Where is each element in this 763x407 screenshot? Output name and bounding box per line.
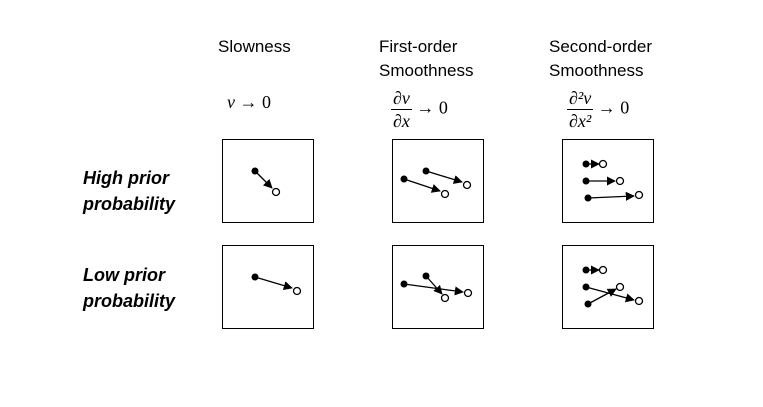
- column-title-line: First-order: [379, 37, 458, 56]
- panel-low-first-order: [392, 245, 484, 329]
- formula-fraction: ∂v ∂x: [391, 87, 412, 132]
- column-title-line: Second-order: [549, 37, 653, 56]
- formula-first-order: ∂v ∂x → 0: [391, 87, 448, 132]
- column-title-line: Slowness: [218, 37, 291, 56]
- row-label-line: Low prior: [83, 265, 165, 285]
- panel-high-first-order: [392, 139, 484, 223]
- panel-low-second-order: [562, 245, 654, 329]
- column-title-line: Smoothness: [379, 61, 474, 80]
- row-label-line: probability: [83, 291, 176, 311]
- column-title-slowness: Slowness: [218, 35, 291, 59]
- column-title-first-order: First-order Smoothness: [379, 35, 474, 83]
- formula-second-order: ∂²v ∂x² → 0: [567, 87, 629, 132]
- motion-vectors: [251, 273, 302, 296]
- motion-vectors: [400, 272, 473, 303]
- formula-arrow-zero: → 0: [239, 92, 272, 112]
- formula-denominator: ∂x: [393, 111, 410, 131]
- formula-denominator: ∂x²: [569, 111, 592, 131]
- row-label-high-prior: High prior probability: [83, 165, 175, 217]
- panel-low-slowness: [222, 245, 314, 329]
- column-title-line: Smoothness: [549, 61, 644, 80]
- formula-variable: v: [227, 92, 235, 112]
- formula-numerator: ∂v: [391, 88, 412, 110]
- panel-high-second-order: [562, 139, 654, 223]
- formula-arrow-zero: → 0: [416, 97, 448, 118]
- formula-arrow-zero: → 0: [597, 97, 630, 118]
- formula-numerator: ∂²v: [567, 88, 594, 110]
- row-label-line: probability: [83, 194, 176, 214]
- column-title-second-order: Second-order Smoothness: [549, 35, 652, 83]
- panel-high-slowness: [222, 139, 314, 223]
- row-label-low-prior: Low prior probability: [83, 262, 175, 314]
- motion-vectors: [400, 167, 472, 199]
- formula-slowness: v → 0: [227, 92, 271, 113]
- motion-vectors: [582, 265, 644, 308]
- row-label-line: High prior: [83, 168, 169, 188]
- motion-vectors: [251, 167, 281, 197]
- motion-vectors: [582, 159, 644, 202]
- formula-fraction: ∂²v ∂x²: [567, 87, 594, 132]
